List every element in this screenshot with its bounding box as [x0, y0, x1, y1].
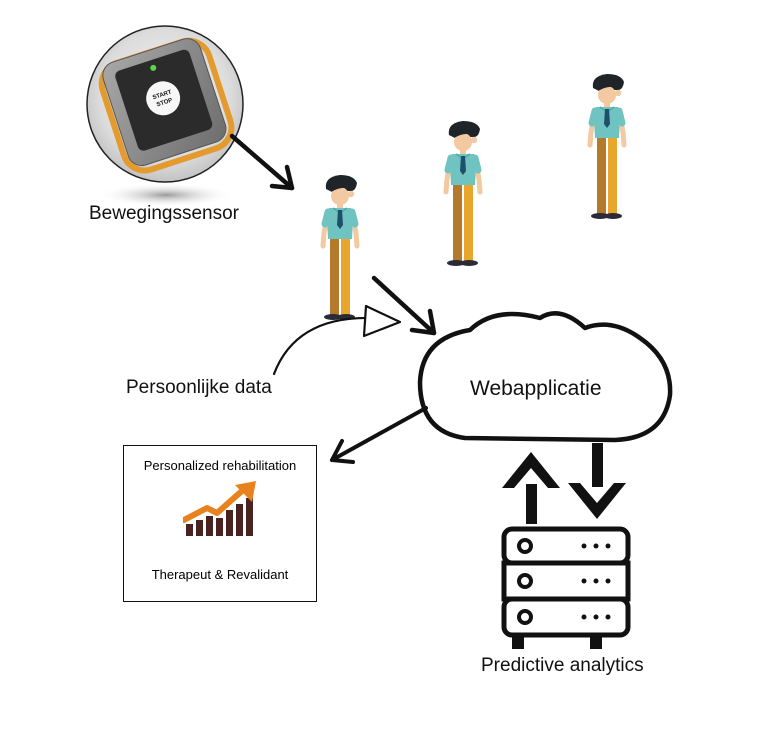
rehabilitation-box: Personalized rehabilitation Therapeut & … [123, 445, 317, 602]
predictive-analytics-label: Predictive analytics [481, 655, 644, 676]
person-figure-icon [323, 175, 357, 320]
cloud-icon [417, 311, 673, 443]
trending-up-chart-icon [183, 481, 256, 536]
rehabilitation-title: Personalized rehabilitation [143, 458, 297, 473]
person-figure-icon [446, 121, 480, 266]
server-icon [501, 526, 631, 649]
arrow-down-to-server-icon [568, 443, 626, 519]
arrow-sensor-to-person [229, 133, 295, 191]
sensor-label: Bewegingssensor [89, 203, 239, 224]
stop-label: STOP [156, 98, 173, 109]
device-shadow [98, 183, 234, 207]
rehabilitation-subtitle: Therapeut & Revalidant [151, 567, 289, 582]
motion-sensor-device-image: START STOP [86, 25, 244, 183]
arrow-up-to-webapp-icon [502, 452, 560, 524]
person-figure-icon [590, 74, 624, 219]
personal-data-label: Persoonlijke data [126, 377, 272, 398]
arrow-webapp-to-rehabilitation [330, 406, 428, 464]
start-label: START [152, 89, 173, 101]
webapp-label: Webapplicatie [470, 377, 602, 400]
start-stop-button-icon [146, 81, 181, 116]
arrow-personal-data [272, 304, 402, 376]
status-led-icon [150, 64, 157, 71]
arrow-person-to-webapp [371, 275, 437, 336]
